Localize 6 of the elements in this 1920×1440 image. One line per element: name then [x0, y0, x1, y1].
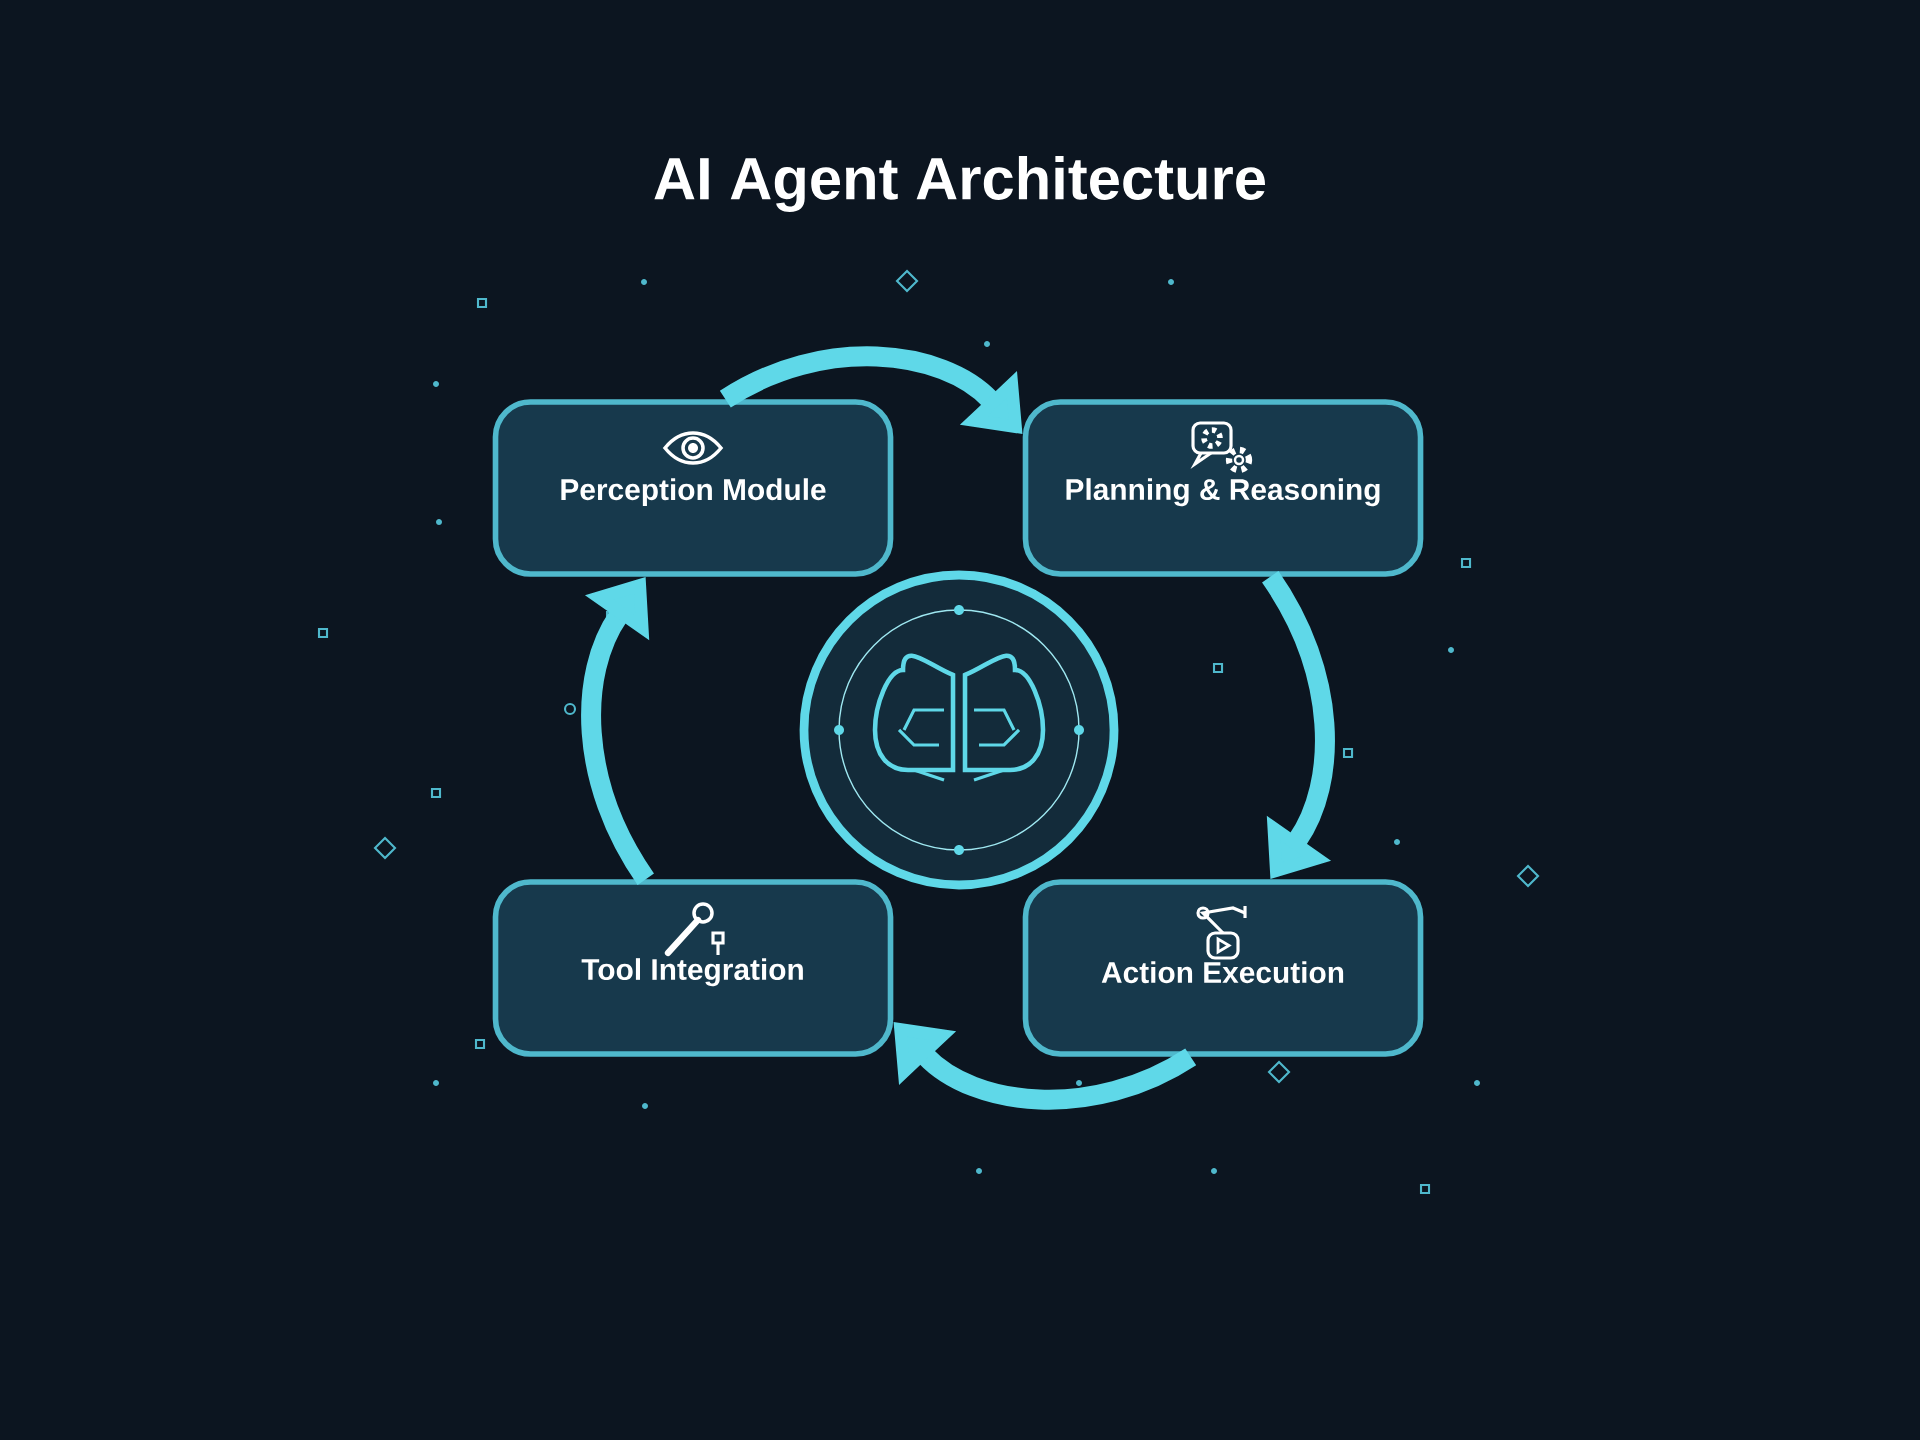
module-box: Tool Integration — [492, 879, 894, 1057]
glowing-ring — [799, 570, 1119, 890]
module-box: Planning & Reasoning — [1022, 399, 1424, 577]
title: AI Agent Architecture — [654, 156, 1265, 212]
module-box: Perception Module — [492, 399, 894, 577]
module-box: Action Execution — [1022, 879, 1424, 1057]
